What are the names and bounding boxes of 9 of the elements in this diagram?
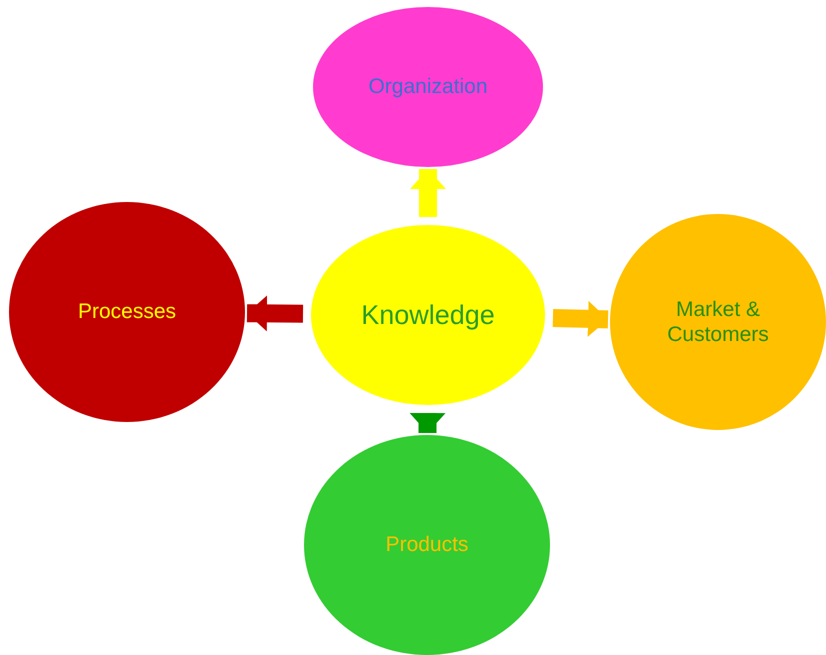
block-arrow [246,295,304,332]
block-arrow [552,300,608,337]
node-label: Processes [78,299,176,325]
block-arrow [410,412,446,434]
block-arrow [410,169,446,217]
node-label: Organization [368,74,488,100]
node-label: Knowledge [361,298,495,332]
node-label: Products [386,532,468,558]
node-label: Market & Customers [666,296,770,348]
